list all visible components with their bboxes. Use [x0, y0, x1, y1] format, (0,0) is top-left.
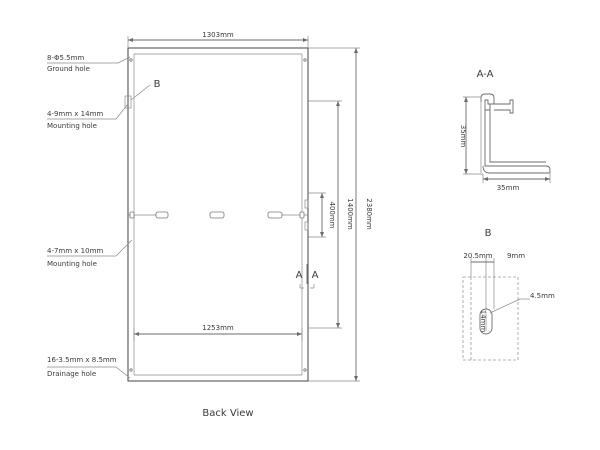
ground-hole-size: 8-Φ5.5mm [47, 54, 84, 62]
section-aa-dim-height: 35mm [459, 96, 483, 175]
ground-hole [303, 368, 307, 372]
dimension-frame-span-label: 1400mm [346, 198, 354, 230]
detail-b-dim-radius-label: 4.5mm [530, 292, 555, 300]
dimension-height-label: 2380mm [365, 198, 373, 230]
callout-mounting-hole-1: 4-9mm x 14mm Mounting hole [47, 103, 129, 130]
mounting-hole-2-size: 4-7mm x 10mm [47, 247, 103, 255]
ground-hole [129, 368, 133, 372]
mounting-hole-marker [304, 221, 309, 231]
mounting-hole-1-size: 4-9mm x 14mm [47, 110, 103, 118]
section-aa: A-A 35mm 35mm [459, 69, 551, 192]
mounting-hole-2-label: Mounting hole [47, 260, 97, 268]
detail-b-dim-left-label: 20.5mm [463, 252, 492, 260]
dimension-height: 2380mm [308, 47, 373, 382]
module-outer-frame [127, 47, 309, 382]
detail-b-title: B [485, 228, 492, 239]
detail-b-dim-slot-label: 14mm [479, 310, 487, 333]
ground-hole [303, 58, 307, 62]
section-aa-dim-width-label: 35mm [497, 184, 520, 192]
callout-mounting-hole-2: 4-7mm x 10mm Mounting hole [47, 239, 133, 268]
detail-letter-b: B [154, 79, 161, 90]
detail-b-boundary [462, 276, 519, 361]
section-aa-title: A-A [477, 69, 494, 80]
section-letter-a-left: A [296, 270, 303, 281]
mounting-hole-marker [124, 95, 132, 109]
dimension-hole-span-label: 400mm [328, 202, 336, 229]
detail-b-indicator: B [130, 79, 161, 101]
drainage-hole-label: Drainage hole [47, 370, 96, 378]
back-view: 1303mm 1253mm 2380mm 1400mm [47, 31, 373, 419]
junction-box-right [267, 211, 308, 219]
detail-b-dim-radius: 4.5mm [489, 292, 555, 314]
detail-b: B 20.5mm 9mm 14mm 4.5mm [462, 228, 555, 361]
dimension-hole-span: 400mm [308, 192, 336, 238]
frame-profile [480, 93, 551, 174]
junction-box-left [128, 211, 169, 219]
detail-b-dim-right-label: 9mm [507, 252, 525, 260]
ground-hole-label: Ground hole [47, 65, 90, 73]
drainage-hole-size: 16-3.5mm x 8.5mm [47, 356, 117, 364]
junction-box-center [209, 211, 225, 219]
detail-b-dim-top: 20.5mm 9mm [463, 252, 525, 309]
back-view-caption: Back View [202, 408, 253, 419]
callout-drainage-hole: 16-3.5mm x 8.5mm Drainage hole [47, 356, 131, 379]
dimension-inner-width-label: 1253mm [202, 324, 234, 332]
dimension-width: 1303mm [127, 31, 309, 48]
callout-ground-hole: 8-Φ5.5mm Ground hole [47, 54, 131, 73]
dimension-width-label: 1303mm [202, 31, 234, 39]
dimension-frame-span: 1400mm [308, 100, 354, 329]
mounting-hole-1-label: Mounting hole [47, 122, 97, 130]
section-aa-indicator: A A [296, 264, 319, 289]
mounting-hole-marker [304, 199, 309, 209]
ground-hole [129, 58, 133, 62]
dimension-inner-width: 1253mm [133, 324, 303, 341]
section-letter-a-right: A [312, 270, 319, 281]
section-aa-dim-height-label: 35mm [459, 125, 467, 148]
section-aa-dim-width: 35mm [482, 174, 551, 192]
